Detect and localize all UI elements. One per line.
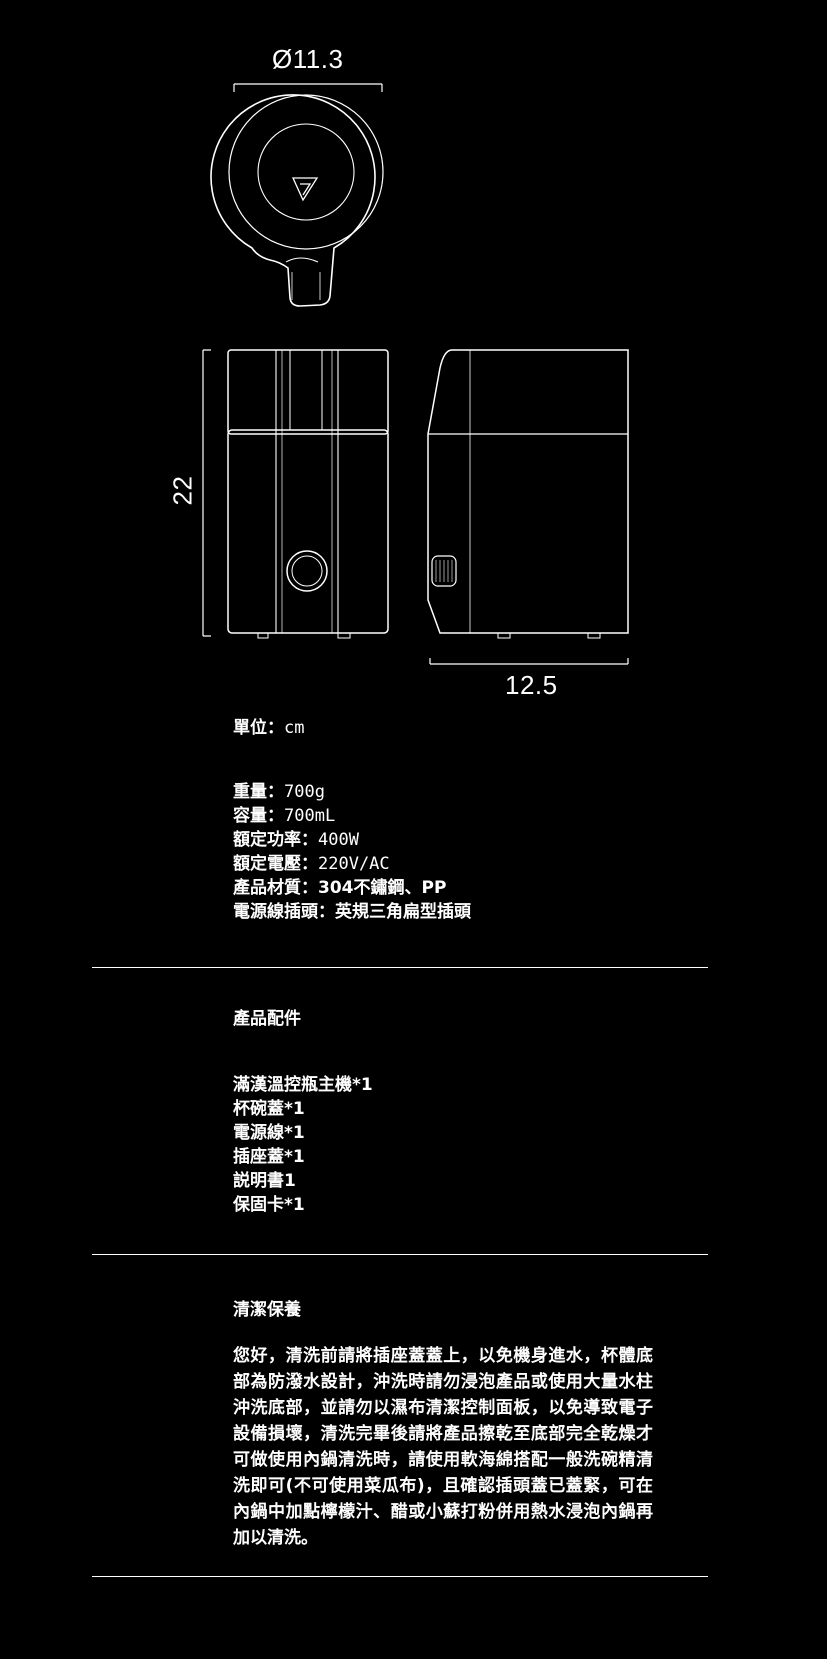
top-view-drawing: [210, 94, 384, 307]
section-divider: [92, 1254, 708, 1255]
unit-value: cm: [284, 718, 305, 738]
spec-value: 400W: [318, 830, 359, 850]
spec-row-voltage: 額定電壓：220V/AC: [233, 852, 673, 876]
spec-value: 英規三角扁型插頭: [335, 902, 471, 922]
width-label: 12.5: [505, 670, 558, 700]
product-line-drawing: [202, 83, 629, 665]
spec-row-material: 產品材質：304不鏽鋼、PP: [233, 876, 673, 900]
spec-value: 220V/AC: [318, 854, 390, 874]
spec-label: 重量：: [233, 782, 284, 802]
spec-label: 額定功率：: [233, 830, 318, 850]
list-item: 滿漢溫控瓶主機*1: [233, 1075, 373, 1095]
spec-value: 700mL: [284, 806, 336, 826]
spec-label: 產品材質：: [233, 878, 318, 898]
spec-row-capacity: 容量：700mL: [233, 804, 673, 828]
care-instructions: 您好，清洗前請將插座蓋蓋上，以免機身進水，杯體底部為防潑水設計，沖洗時請勿浸泡產…: [233, 1346, 653, 1548]
spec-label: 容量：: [233, 806, 284, 826]
diameter-dimension-line: [233, 83, 383, 92]
front-view-drawing: [202, 349, 389, 639]
spec-row-weight: 重量：700g: [233, 780, 673, 804]
section-divider: [92, 967, 708, 968]
accessories-title: 產品配件: [233, 1009, 301, 1029]
care-title: 清潔保養: [233, 1300, 301, 1320]
spec-label: 額定電壓：: [233, 854, 318, 874]
side-view-drawing: [427, 349, 629, 665]
diameter-label: Ø11.3: [272, 44, 344, 74]
list-item: 電源線*1: [233, 1123, 305, 1143]
spec-list: 重量：700g 容量：700mL 額定功率：400W 額定電壓：220V/AC …: [233, 780, 673, 924]
list-item: 説明書1: [233, 1171, 296, 1191]
spec-label: 電源線插頭：: [233, 902, 335, 922]
spec-row-power: 額定功率：400W: [233, 828, 673, 852]
height-label: 22: [167, 475, 198, 506]
product-dimension-drawing: Ø11.3 22 12.5: [0, 0, 827, 700]
spec-value: 304不鏽鋼、PP: [318, 878, 447, 898]
section-divider: [92, 1576, 708, 1577]
list-item: 插座蓋*1: [233, 1147, 305, 1167]
accessories-list: 滿漢溫控瓶主機*1 杯碗蓋*1 電源線*1 插座蓋*1 説明書1 保固卡*1: [233, 1073, 673, 1217]
list-item: 保固卡*1: [233, 1195, 305, 1215]
spec-value: 700g: [284, 782, 325, 802]
list-item: 杯碗蓋*1: [233, 1099, 305, 1119]
spec-row-plug: 電源線插頭：英規三角扁型插頭: [233, 900, 673, 924]
brand-logo-icon: [291, 177, 319, 202]
unit-label: 單位：: [233, 718, 284, 738]
unit-line: 單位：cm: [233, 716, 673, 740]
